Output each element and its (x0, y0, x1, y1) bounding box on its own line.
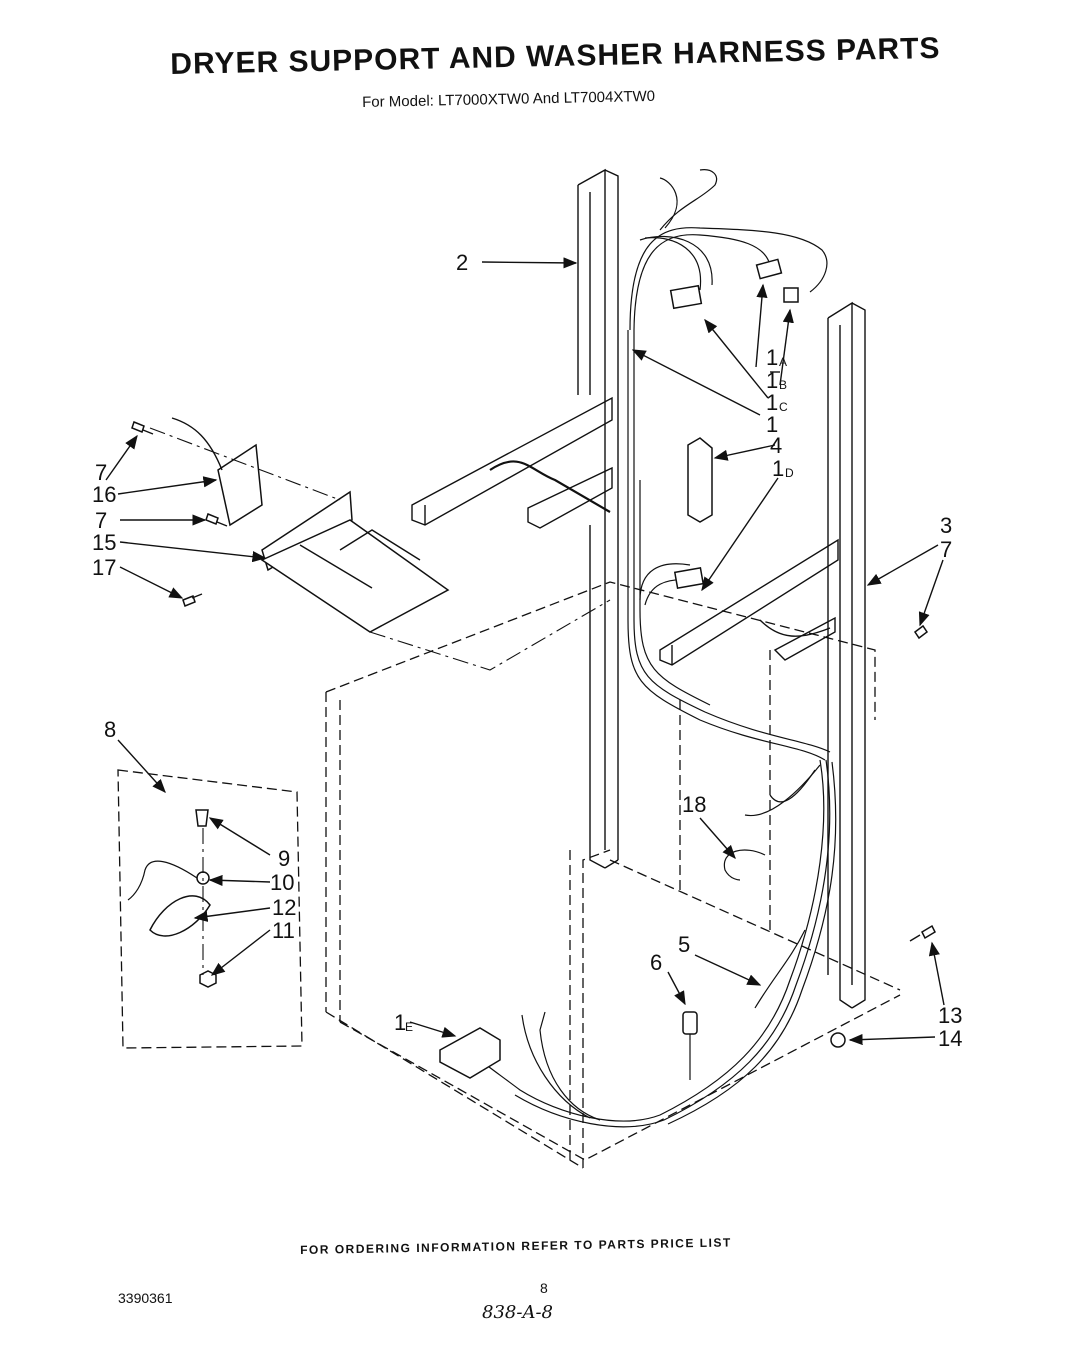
page-number: 8 (540, 1280, 548, 1296)
connector-1e (439, 1027, 501, 1079)
lower-cross-brace (659, 538, 839, 666)
dryer-support-left-channel (577, 168, 619, 869)
callout-16: 16 (92, 482, 116, 507)
ground-wire-18 (723, 849, 766, 881)
callout-1a: 1 (766, 345, 778, 370)
washer-wiring-harness (479, 169, 837, 1128)
callout-12: 12 (272, 895, 296, 920)
callout-1a-sub: A (779, 355, 787, 369)
callout-5: 5 (678, 932, 690, 957)
callout-15: 15 (92, 530, 116, 555)
callout-1c: 1 (766, 390, 778, 415)
callout-leaders (105, 257, 945, 1046)
hose-5 (754, 929, 806, 1009)
connector-1a (755, 258, 783, 280)
control-bracket-assembly (149, 417, 611, 671)
callout-7-right: 7 (940, 537, 952, 562)
upper-cross-brace (411, 396, 613, 529)
screw-7-right (913, 624, 929, 640)
callout-1e: 1 (394, 1010, 406, 1035)
callout-1: 1 (766, 412, 778, 437)
callout-1b-sub: B (779, 378, 787, 392)
callout-6: 6 (650, 950, 662, 975)
callout-13: 13 (938, 1003, 962, 1028)
callout-10: 10 (270, 870, 294, 895)
nut-14 (830, 1032, 846, 1048)
callout-1d-sub: D (785, 466, 794, 480)
connector-1d (673, 566, 705, 590)
connector-1b (783, 287, 799, 303)
callout-labels: 2 1 A 1 B 1 C 1 4 1 D 3 7 7 16 7 15 17 8… (92, 250, 962, 1051)
callout-7-middle: 7 (95, 508, 107, 533)
callout-1d: 1 (772, 456, 784, 481)
callout-8: 8 (104, 717, 116, 742)
connector-1c (669, 284, 703, 310)
dryer-support-right-channel (827, 301, 866, 1009)
callout-4: 4 (770, 433, 782, 458)
callout-1b: 1 (766, 368, 778, 393)
callout-7-upper: 7 (95, 460, 107, 485)
callout-3: 3 (940, 513, 952, 538)
callout-9: 9 (278, 846, 290, 871)
callout-1c-sub: C (779, 400, 788, 414)
callout-1e-sub: E (405, 1020, 413, 1034)
screw-7-upper (131, 421, 154, 435)
screw-17 (182, 593, 203, 607)
document-number: 3390361 (118, 1290, 173, 1306)
washer-cabinet-outline (325, 581, 901, 1169)
callout-18: 18 (682, 792, 706, 817)
terminal-6 (682, 1011, 698, 1035)
callout-2: 2 (456, 250, 468, 275)
screw-7-middle (205, 513, 228, 527)
callout-11: 11 (272, 918, 295, 943)
callout-17: 17 (92, 555, 116, 580)
screw-13 (909, 924, 936, 942)
handwritten-code: 838-A-8 (482, 1302, 553, 1323)
harness-bracket-4 (687, 437, 713, 523)
callout-14: 14 (938, 1026, 962, 1051)
